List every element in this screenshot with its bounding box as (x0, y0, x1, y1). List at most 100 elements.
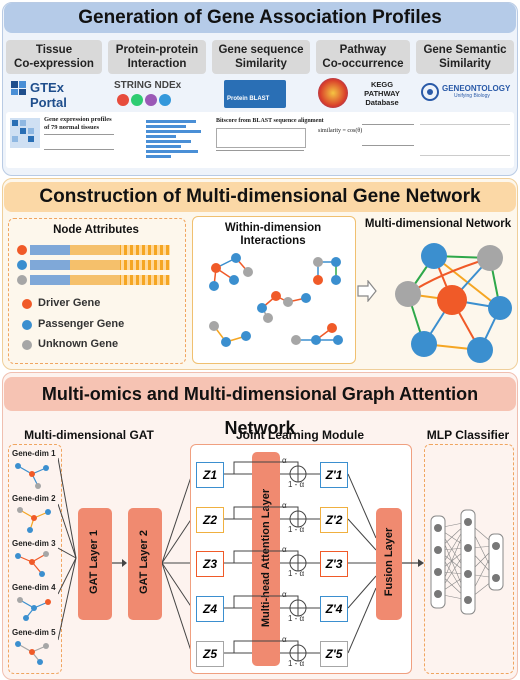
z1-prime-box: Z'1 (320, 462, 348, 488)
passenger-gene-label: Passenger Gene (38, 318, 125, 330)
attribute-row (17, 260, 170, 270)
z2-prime-box: Z'2 (320, 507, 348, 533)
alpha-label: α (282, 456, 287, 465)
blast-text: Protein BLAST (227, 96, 270, 102)
driver-gene-dot (22, 299, 32, 309)
heatmap-icon (10, 118, 40, 148)
kegg-formula (362, 124, 414, 146)
z2-box: Z2 (196, 507, 224, 533)
one-minus-alpha-label: 1 - α (288, 614, 305, 623)
col-pathway: Pathway Co-occurrence (316, 40, 410, 74)
go-formula (420, 124, 510, 156)
arrow-right-icon (112, 559, 127, 567)
gat-layer-1-label: GAT Layer 1 (88, 530, 100, 594)
gene-dims-box (8, 444, 62, 674)
section2-title: Construction of Multi-dimensional Gene N… (4, 182, 516, 212)
blast-alignment-box (216, 128, 306, 148)
gene-dim-5-label: Gene-dim 5 (12, 628, 56, 637)
z1-box: Z1 (196, 462, 224, 488)
go-text: GENEONTOLOGY (442, 84, 511, 93)
fusion-layer-label: Fusion Layer (383, 527, 395, 597)
z3-prime-box: Z'3 (320, 551, 348, 577)
col-ppi: Protein-protein Interaction (108, 40, 206, 74)
section1-title: Generation of Gene Association Profiles (4, 3, 516, 33)
string-ndex-logo: STRING NDEx (114, 80, 206, 110)
z4-prime-box: Z'4 (320, 596, 348, 622)
attention-layer: Multi-head Attention Layer (252, 452, 280, 666)
col-label: Gene sequence Similarity (218, 44, 304, 70)
blast-formula-text: Bitscore from BLAST sequence alignment (216, 118, 324, 124)
mlp-title: MLP Classifier (426, 428, 510, 442)
gat-layer-2-label: GAT Layer 2 (138, 530, 150, 594)
one-minus-alpha-label: 1 - α (288, 659, 305, 668)
z4-box: Z4 (196, 596, 224, 622)
col-semantic: Gene Semantic Similarity (416, 40, 514, 74)
multi-network-graph (395, 243, 512, 363)
string-text: STRING NDEx (114, 80, 182, 91)
blast-logo: Protein BLAST (224, 80, 286, 108)
gtex-text: GTEx Portal (30, 80, 67, 110)
kegg-text: KEGG PATHWAY Database (364, 80, 400, 107)
alpha-label: α (282, 635, 287, 644)
col-label: Gene Semantic Similarity (423, 44, 507, 70)
formula-strip (6, 112, 514, 168)
arrow-right-icon (402, 559, 424, 567)
alpha-label: α (282, 501, 287, 510)
col-gene-sequence: Gene sequence Similarity (212, 40, 310, 74)
gtex-formula (44, 134, 114, 150)
kegg-icon (318, 78, 348, 108)
arrow-right-icon (357, 280, 377, 302)
joint-title: Joint Learning Module (236, 428, 364, 442)
passenger-gene-dot (22, 320, 32, 330)
one-minus-alpha-label: 1 - α (288, 525, 305, 534)
gtex-logo: GTEx Portal (10, 80, 102, 110)
gat-to-z-arrows (162, 473, 193, 655)
gene-dim-1-label: Gene-dim 1 (12, 449, 56, 458)
gene-dim-3-label: Gene-dim 3 (12, 539, 56, 548)
fusion-layer: Fusion Layer (376, 508, 402, 620)
attention-connections (224, 461, 320, 662)
gene-dim-graphs (15, 463, 51, 665)
gtex-icon (11, 81, 26, 95)
gtex-formula-text: Gene expression profiles of 79 normal ti… (44, 116, 112, 131)
gat-layer-1: GAT Layer 1 (78, 508, 112, 620)
attribute-row (17, 245, 170, 255)
string-bubbles-icon (117, 94, 171, 106)
ppi-bar-chart-icon (146, 120, 201, 158)
z5-box: Z5 (196, 641, 224, 667)
multi-network-title: Multi-dimensional Network (364, 218, 512, 230)
mlp-box (424, 444, 514, 674)
attribute-row (17, 275, 170, 285)
gat-title: Multi-dimensional GAT (24, 428, 154, 442)
gene-dim-2-label: Gene-dim 2 (12, 494, 56, 503)
gene-dim-4-label: Gene-dim 4 (12, 583, 56, 592)
one-minus-alpha-label: 1 - α (288, 480, 305, 489)
within-dimension-title: Within-dimension Interactions (224, 222, 322, 247)
section3-title: Multi-omics and Multi-dimensional Graph … (4, 377, 516, 438)
driver-gene-label: Driver Gene (38, 297, 101, 309)
z3-box: Z3 (196, 551, 224, 577)
col-tissue-coexpression: Tissue Co-expression (6, 40, 102, 74)
col-label: Protein-protein Interaction (115, 44, 199, 70)
mlp-network (430, 509, 504, 615)
unknown-gene-label: Unknown Gene (38, 338, 119, 350)
kegg-formula-text: similarity = cos(θ) (318, 128, 363, 134)
go-sub: Unifying Biology (454, 93, 490, 99)
one-minus-alpha-label: 1 - α (288, 569, 305, 578)
alpha-label: α (282, 545, 287, 554)
col-label: Tissue Co-expression (14, 44, 94, 70)
blast-formula (216, 150, 304, 161)
attribute-bars (17, 245, 170, 285)
go-logo: GENEONTOLOGY Unifying Biology (420, 82, 510, 107)
col-label: Pathway Co-occurrence (322, 44, 404, 70)
dims-to-gat-arrows (58, 457, 77, 641)
z-to-fusion-arrows (348, 473, 377, 654)
unknown-gene-dot (22, 340, 32, 350)
go-icon (421, 83, 439, 101)
node-attributes-box (8, 218, 186, 364)
within-dimension-graphs (209, 253, 343, 347)
node-attributes-title: Node Attributes (53, 224, 139, 236)
gat-layer-2: GAT Layer 2 (128, 508, 162, 620)
z5-prime-box: Z'5 (320, 641, 348, 667)
alpha-label: α (282, 590, 287, 599)
